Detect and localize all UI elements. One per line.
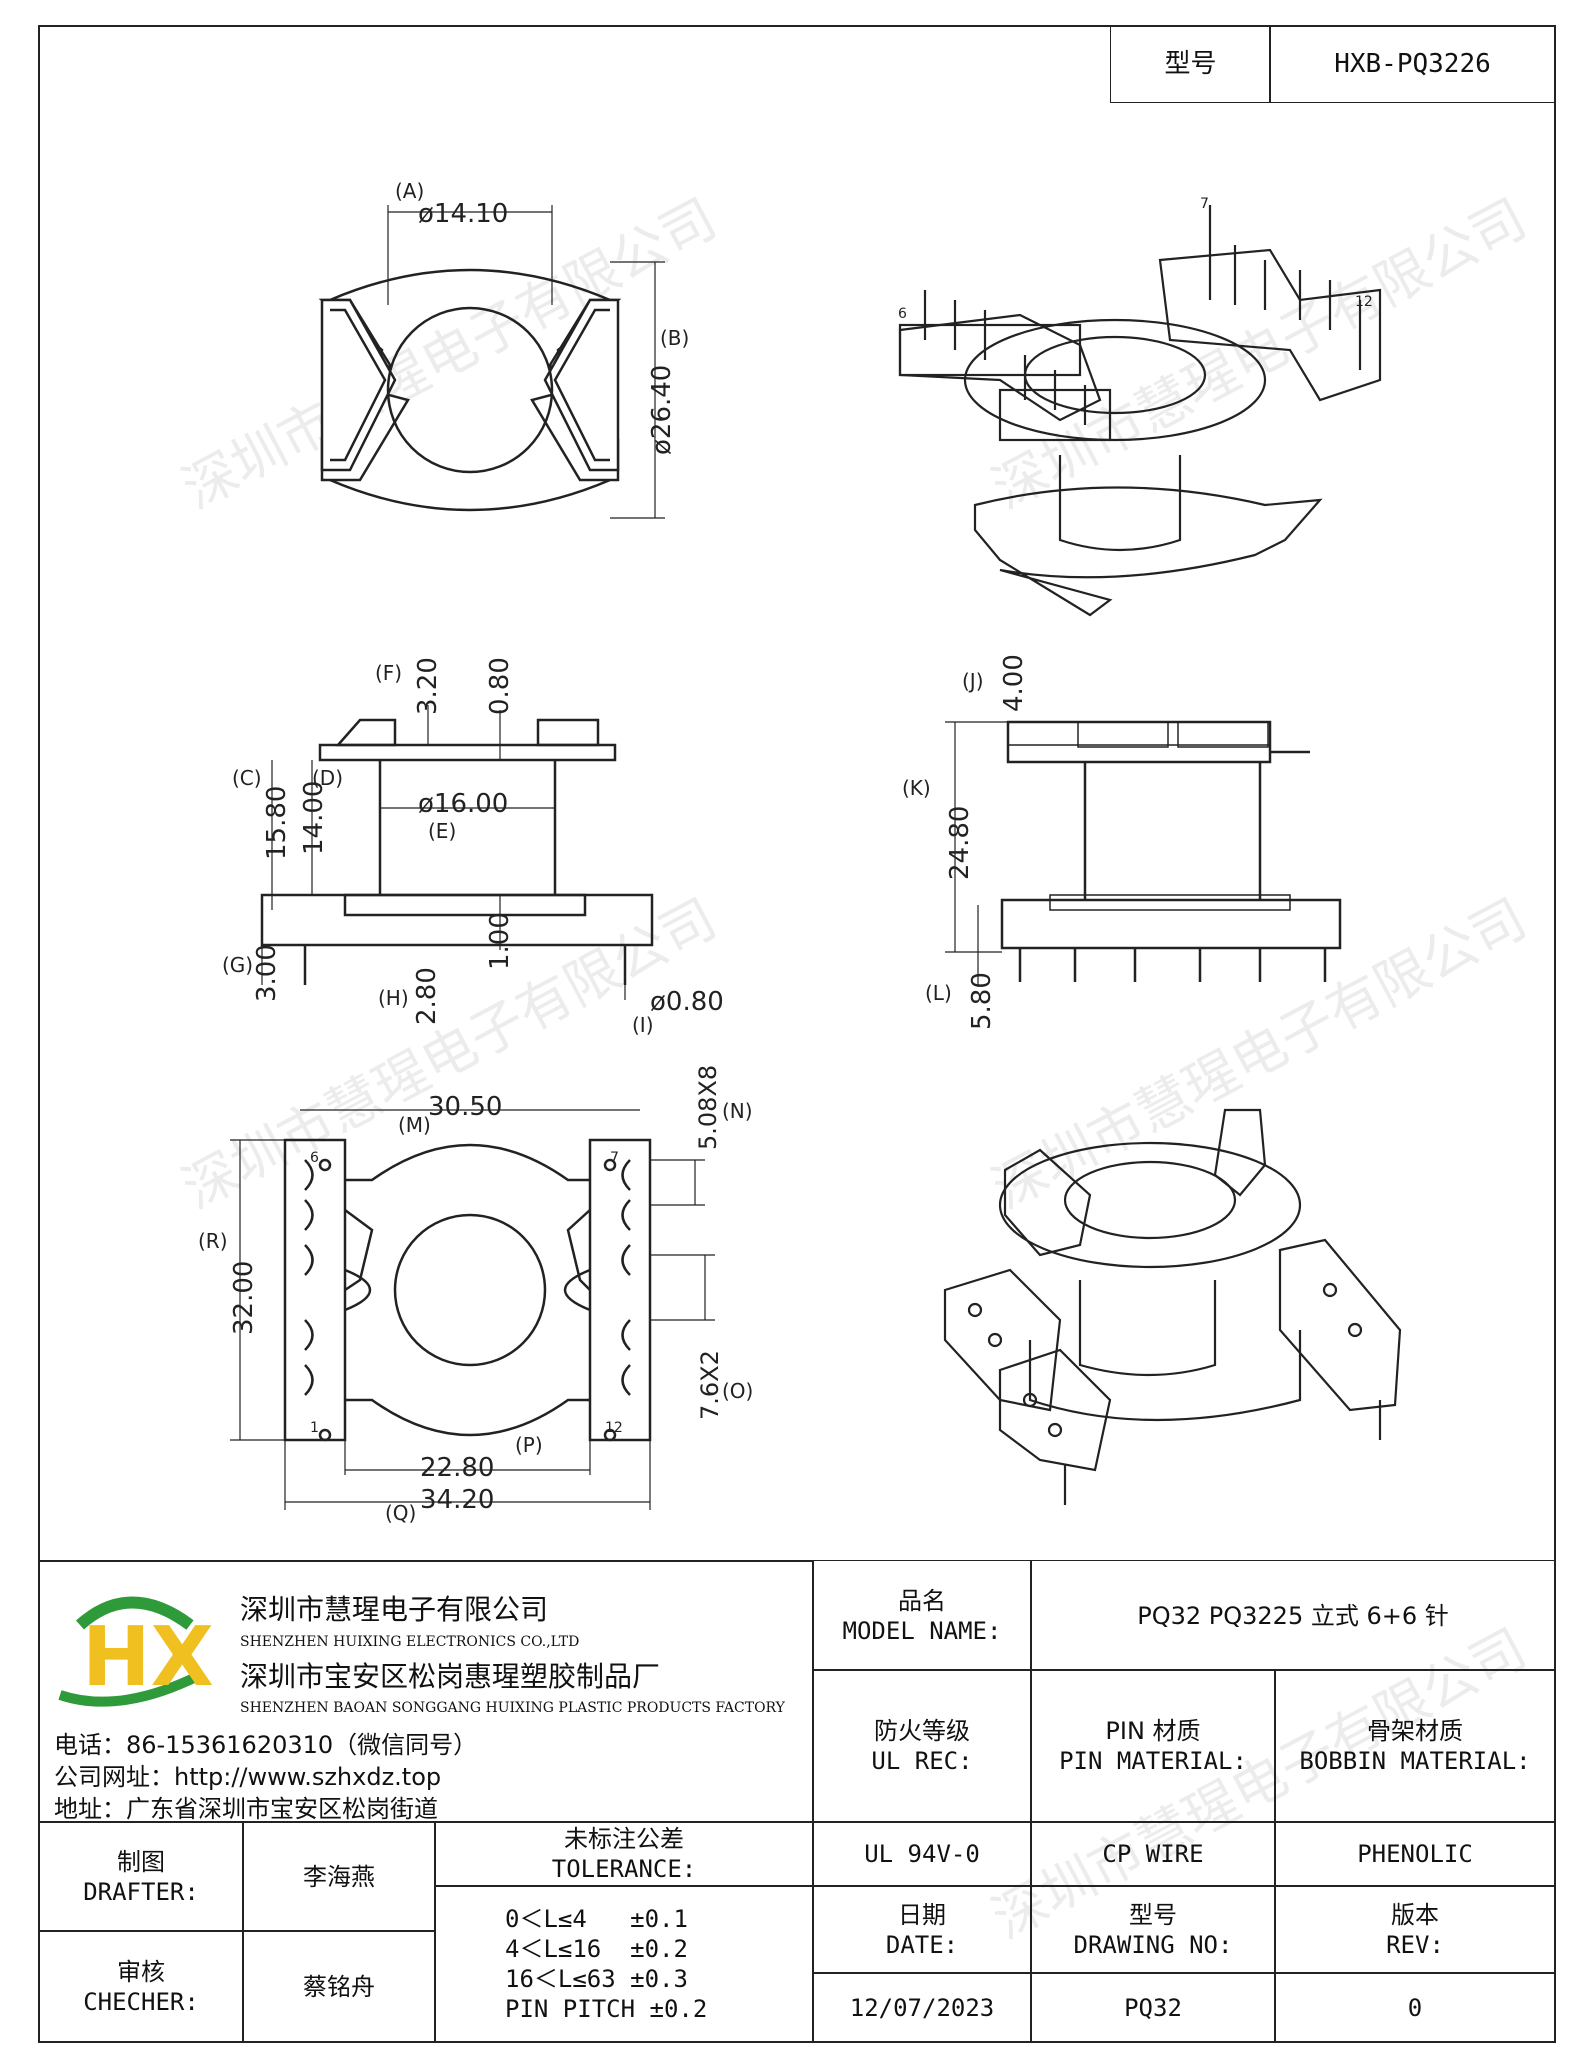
dim-k-value: 24.80 <box>945 806 975 880</box>
dim-j-value: 4.00 <box>999 654 1029 712</box>
model-name-value: PQ32 PQ3225 立式 6+6 针 <box>1030 1560 1556 1671</box>
logo-letters: HX <box>82 1610 214 1705</box>
dim-i-value: ø0.80 <box>650 987 724 1017</box>
dim-c-value: 15.80 <box>262 786 292 860</box>
dim-o-tag: (O) <box>722 1379 753 1403</box>
dim-p-value: 22.80 <box>420 1453 494 1483</box>
factory-name-cn: 深圳市宝安区松岗惠瑆塑胶制品厂 <box>240 1660 661 1693</box>
company-logo: HX <box>58 1596 214 1707</box>
dim-l-value: 5.80 <box>967 972 997 1030</box>
date-value: 12/07/2023 <box>812 1972 1032 2043</box>
dim-c-tag: (C) <box>232 766 262 790</box>
bottom-pin-label: 6 <box>310 1150 319 1166</box>
dim-d-tag: (D) <box>312 766 343 790</box>
tolerance-row: 0＜L≤4 ±0.1 <box>505 1905 688 1933</box>
dim-b-value: ø26.40 <box>647 365 677 455</box>
header-model-label: 型号 <box>1110 25 1271 103</box>
dim-top-value: 0.80 <box>485 657 515 715</box>
dim-a-tag: (A) <box>395 179 424 203</box>
iso-pin-label-12: 12 <box>1355 294 1373 310</box>
dim-n-value: 5.08X8 <box>694 1065 722 1150</box>
tolerance-row: 4＜L≤16 ±0.2 <box>505 1935 688 1963</box>
iso-pin-label-7: 7 <box>1200 196 1209 212</box>
bobbin-material-value: PHENOLIC <box>1274 1821 1556 1887</box>
header-model-value: HXB-PQ3226 <box>1269 25 1556 103</box>
revision-value: 0 <box>1274 1972 1556 2043</box>
iso-view-bottom <box>943 1108 1402 1505</box>
company-address: 地址：广东省深圳市宝安区松岗街道 <box>54 1795 438 1823</box>
bottom-pin-label: 7 <box>610 1150 619 1166</box>
tolerance-row: 16＜L≤63 ±0.3 <box>505 1965 688 1993</box>
factory-name-en: SHENZHEN BAOAN SONGGANG HUIXING PLASTIC … <box>240 1700 785 1716</box>
dim-mid-value: 1.00 <box>485 912 515 970</box>
side-view <box>945 720 1342 985</box>
dim-k-tag: (K) <box>902 776 931 800</box>
dim-p-tag: (P) <box>515 1433 543 1457</box>
bottom-view <box>230 1109 715 1510</box>
company-website: 公司网址：http://www.szhxdz.top <box>54 1763 442 1791</box>
dim-q-value: 34.20 <box>420 1485 494 1515</box>
dim-m-value: 30.50 <box>428 1092 502 1122</box>
dim-h-tag: (H) <box>378 986 409 1010</box>
dim-m-tag: (M) <box>398 1113 431 1137</box>
iso-pin-label-6: 6 <box>898 306 907 322</box>
pin-material-value: CP WIRE <box>1030 1821 1276 1887</box>
company-phone: 电话：86-15361620310（微信同号） <box>54 1731 478 1759</box>
checker-value: 蔡铭舟 <box>242 1930 436 2043</box>
dim-a-value: ø14.10 <box>418 199 508 229</box>
drafter-value: 李海燕 <box>242 1821 436 1932</box>
drawing-no-value: PQ32 <box>1030 1972 1276 2043</box>
dim-r-tag: (R) <box>198 1229 228 1253</box>
dim-l-tag: (L) <box>925 981 952 1005</box>
company-block <box>38 1560 814 1823</box>
company-name-en: SHENZHEN HUIXING ELECTRONICS CO.,LTD <box>240 1634 580 1650</box>
fire-rating-value: UL 94V-0 <box>812 1821 1032 1887</box>
dim-h-value: 2.80 <box>412 967 442 1025</box>
drawing-area: (A) ø14.10 (B) ø26.40 7 6 12 <box>198 179 1402 1525</box>
dim-e-value: ø16.00 <box>418 789 508 819</box>
tolerance-row: PIN PITCH ±0.2 <box>505 1995 708 2023</box>
dim-j-tag: (J) <box>962 669 984 693</box>
dim-f-value: 3.20 <box>413 657 443 715</box>
bottom-pin-label: 12 <box>605 1420 623 1436</box>
bottom-pin-label: 1 <box>310 1420 319 1436</box>
dim-q-tag: (Q) <box>385 1501 416 1525</box>
front-view <box>260 705 654 1000</box>
dim-o-value: 7.6X2 <box>696 1350 724 1420</box>
dim-d-value: 14.00 <box>299 781 329 855</box>
company-name-cn: 深圳市慧瑆电子有限公司 <box>240 1593 549 1626</box>
tolerance-table: 0＜L≤4 ±0.1 4＜L≤16 ±0.2 16＜L≤63 ±0.3 PIN … <box>434 1885 814 2043</box>
dim-f-tag: (F) <box>375 661 402 685</box>
iso-view-top <box>898 205 1382 617</box>
dim-g-tag: (G) <box>222 953 253 977</box>
dim-e-tag: (E) <box>428 819 456 843</box>
dim-r-value: 32.00 <box>229 1261 259 1335</box>
top-view <box>318 205 665 519</box>
dim-n-tag: (N) <box>722 1099 753 1123</box>
dim-i-tag: (I) <box>632 1013 654 1037</box>
dim-g-value: 3.00 <box>252 944 282 1002</box>
dim-b-tag: (B) <box>660 326 689 350</box>
